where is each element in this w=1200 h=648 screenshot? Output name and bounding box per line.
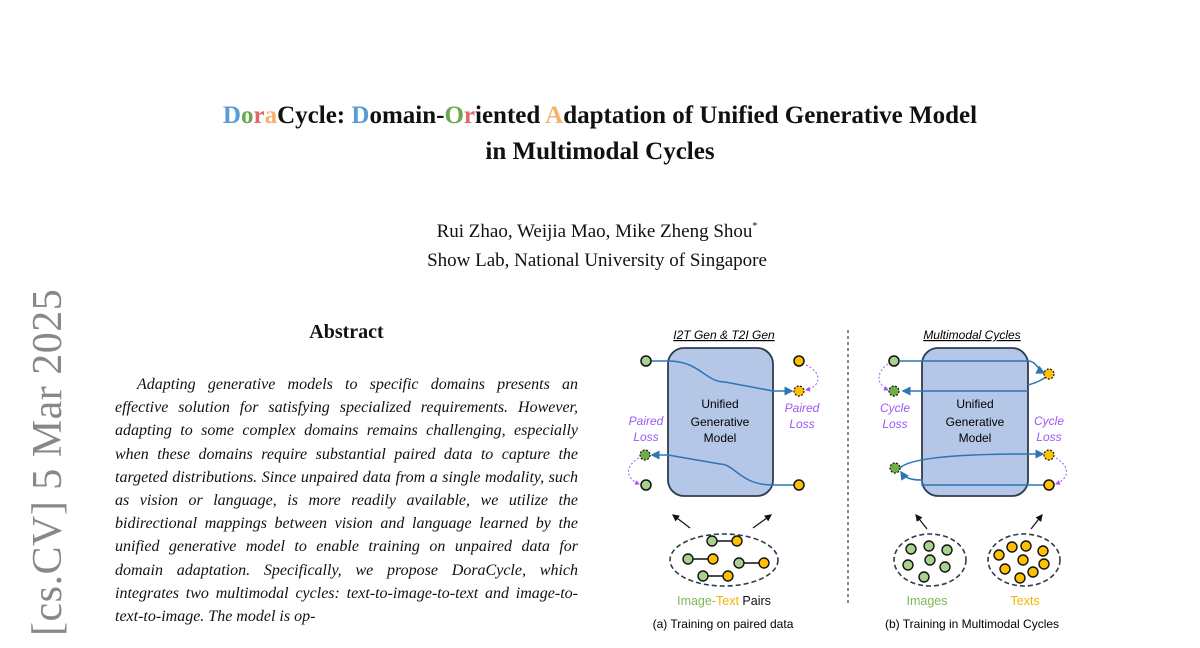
panel-header: Multimodal Cycles xyxy=(923,328,1020,342)
input-arrow xyxy=(915,514,928,530)
panel-paired: I2T Gen & T2I Gen Unified Generative Mod… xyxy=(628,328,820,631)
input-arrow xyxy=(752,514,772,529)
loss-label: Cycle xyxy=(880,401,910,415)
generated-image-node xyxy=(889,462,901,474)
model-label: Model xyxy=(959,431,992,445)
corresponding-mark: * xyxy=(752,221,758,232)
author-block: Rui Zhao, Weijia Mao, Mike Zheng Shou* S… xyxy=(0,212,1194,275)
authors: Rui Zhao, Weijia Mao, Mike Zheng Shou xyxy=(436,221,753,242)
loss-label: Cycle xyxy=(1034,414,1064,428)
loss-arrow xyxy=(628,457,640,485)
arxiv-stamp: [cs.CV] 5 Mar 2025 xyxy=(25,288,71,636)
reconstructed-text-node xyxy=(1043,449,1055,461)
flow-arrow xyxy=(900,470,1049,486)
teaser-figure: I2T Gen & T2I Gen Unified Generative Mod… xyxy=(628,328,1067,631)
abstract-heading: Abstract xyxy=(309,321,384,343)
title-text: iented xyxy=(475,102,546,129)
loss-arrow xyxy=(1055,457,1067,485)
title-letter: D xyxy=(351,102,370,129)
image-node xyxy=(640,479,652,491)
unified-model-box xyxy=(921,347,1029,497)
title-letter: o xyxy=(240,102,254,129)
generated-text-node xyxy=(1043,368,1055,380)
image-node xyxy=(888,355,900,367)
title-letter: a xyxy=(264,102,278,129)
title-letter: D xyxy=(222,102,241,129)
loss-label: Loss xyxy=(882,417,907,431)
text-node xyxy=(793,355,805,367)
image-node xyxy=(640,355,652,367)
loss-label: Paired xyxy=(785,401,820,415)
affiliation: Show Lab, National University of Singapo… xyxy=(427,250,767,271)
texts-label: Texts xyxy=(1010,594,1039,608)
model-label: Model xyxy=(704,431,737,445)
loss-label: Loss xyxy=(1036,430,1061,444)
loss-label: Loss xyxy=(633,430,658,444)
flow-arrow xyxy=(650,360,794,396)
loss-label: Loss xyxy=(789,417,814,431)
model-label: Unified xyxy=(956,397,993,411)
title-letter: A xyxy=(545,102,564,129)
image-text-pairs xyxy=(682,535,770,582)
text-node xyxy=(793,479,805,491)
reconstructed-image-node xyxy=(888,385,900,397)
title-line-1: DoraCycle: Domain-Oriented Adaptation of… xyxy=(0,98,1200,134)
unpaired-images xyxy=(902,540,953,583)
input-arrow xyxy=(672,514,691,529)
input-arrow xyxy=(1030,514,1043,530)
generated-image-node xyxy=(639,449,651,461)
unpaired-texts xyxy=(993,540,1050,584)
model-label: Unified xyxy=(701,397,738,411)
generated-text-node xyxy=(793,385,805,397)
panel-cycles: Multimodal Cycles Unified Generative Mod… xyxy=(878,328,1067,631)
flow-arrow xyxy=(900,360,1046,374)
images-ellipse xyxy=(893,533,967,587)
paired-data-ellipse xyxy=(669,533,779,587)
title-text: Cycle: xyxy=(277,102,352,129)
model-label: Generative xyxy=(691,415,750,429)
flow-arrow xyxy=(650,450,794,486)
title-line-2: in Multimodal Cycles xyxy=(485,138,715,165)
abstract-text: Adapting generative models to specific d… xyxy=(115,376,578,626)
texts-ellipse xyxy=(987,533,1061,587)
title-letter: O xyxy=(444,102,464,129)
title-letter: r xyxy=(463,102,475,129)
title-text: omain- xyxy=(369,102,445,129)
title-text: daptation of Unified Generative Model xyxy=(563,102,978,129)
flow-arrow xyxy=(899,449,1045,469)
loss-label: Paired xyxy=(629,414,664,428)
paper-title: DoraCycle: Domain-Oriented Adaptation of… xyxy=(0,98,1200,170)
text-node xyxy=(1043,479,1055,491)
panel-header: I2T Gen & T2I Gen xyxy=(673,328,775,342)
title-letter: r xyxy=(253,102,265,129)
pairs-label: Image-Text Pairs xyxy=(677,594,771,608)
model-label: Generative xyxy=(946,415,1005,429)
caption-a: (a) Training on paired data xyxy=(653,617,794,631)
loss-arrow xyxy=(878,363,889,391)
images-label: Images xyxy=(907,594,948,608)
loss-arrow xyxy=(805,364,819,392)
caption-b: (b) Training in Multimodal Cycles xyxy=(885,617,1059,631)
author-list: Rui Zhao, Weijia Mao, Mike Zheng Shou* xyxy=(0,212,1194,246)
